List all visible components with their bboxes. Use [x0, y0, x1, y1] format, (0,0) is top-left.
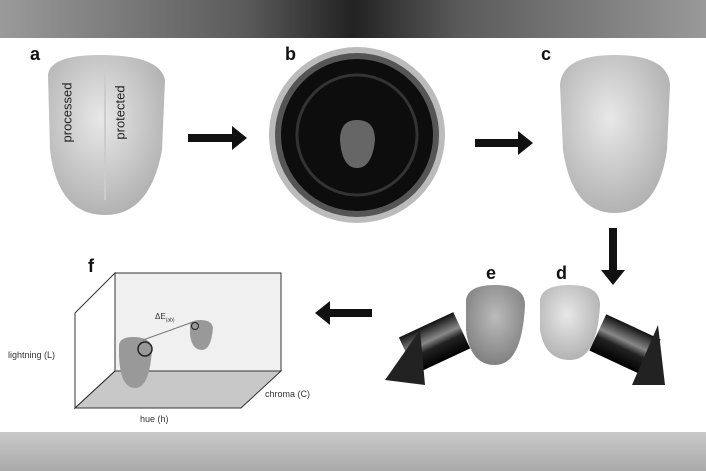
panel-label-f: f — [88, 256, 94, 276]
tooth-e — [466, 285, 525, 365]
label-processed: processed — [59, 82, 75, 143]
blurred-top-band — [0, 0, 706, 38]
panel-label-c: c — [541, 44, 552, 64]
arrow-right-2 — [475, 131, 533, 155]
tooth-a — [48, 55, 165, 215]
arrow-down — [601, 228, 625, 285]
tooth-c — [560, 55, 670, 213]
panel-label-d: d — [556, 263, 567, 283]
tooth-in-dish — [340, 120, 375, 168]
axis-hue: hue (h) — [140, 414, 169, 424]
delta-e-sub: (ab) — [165, 317, 175, 324]
arrow-right-1 — [188, 126, 247, 150]
cone-d — [632, 325, 665, 385]
panel-label-e: e — [486, 263, 497, 283]
color-space-box — [73, 271, 283, 410]
axis-lightning: lightning (L) — [8, 350, 56, 360]
delta-e-label: ΔE(ab) — [155, 312, 175, 324]
arrow-left — [315, 301, 372, 325]
tooth-d — [540, 285, 600, 360]
delta-e: ΔE — [155, 312, 166, 321]
panel-label-a: a — [30, 44, 41, 64]
blurred-bottom-band — [0, 432, 706, 471]
axis-chroma: chroma (C) — [265, 389, 311, 399]
label-protected: protected — [112, 85, 128, 140]
cone-e — [385, 330, 425, 385]
panel-label-b: b — [285, 44, 296, 64]
